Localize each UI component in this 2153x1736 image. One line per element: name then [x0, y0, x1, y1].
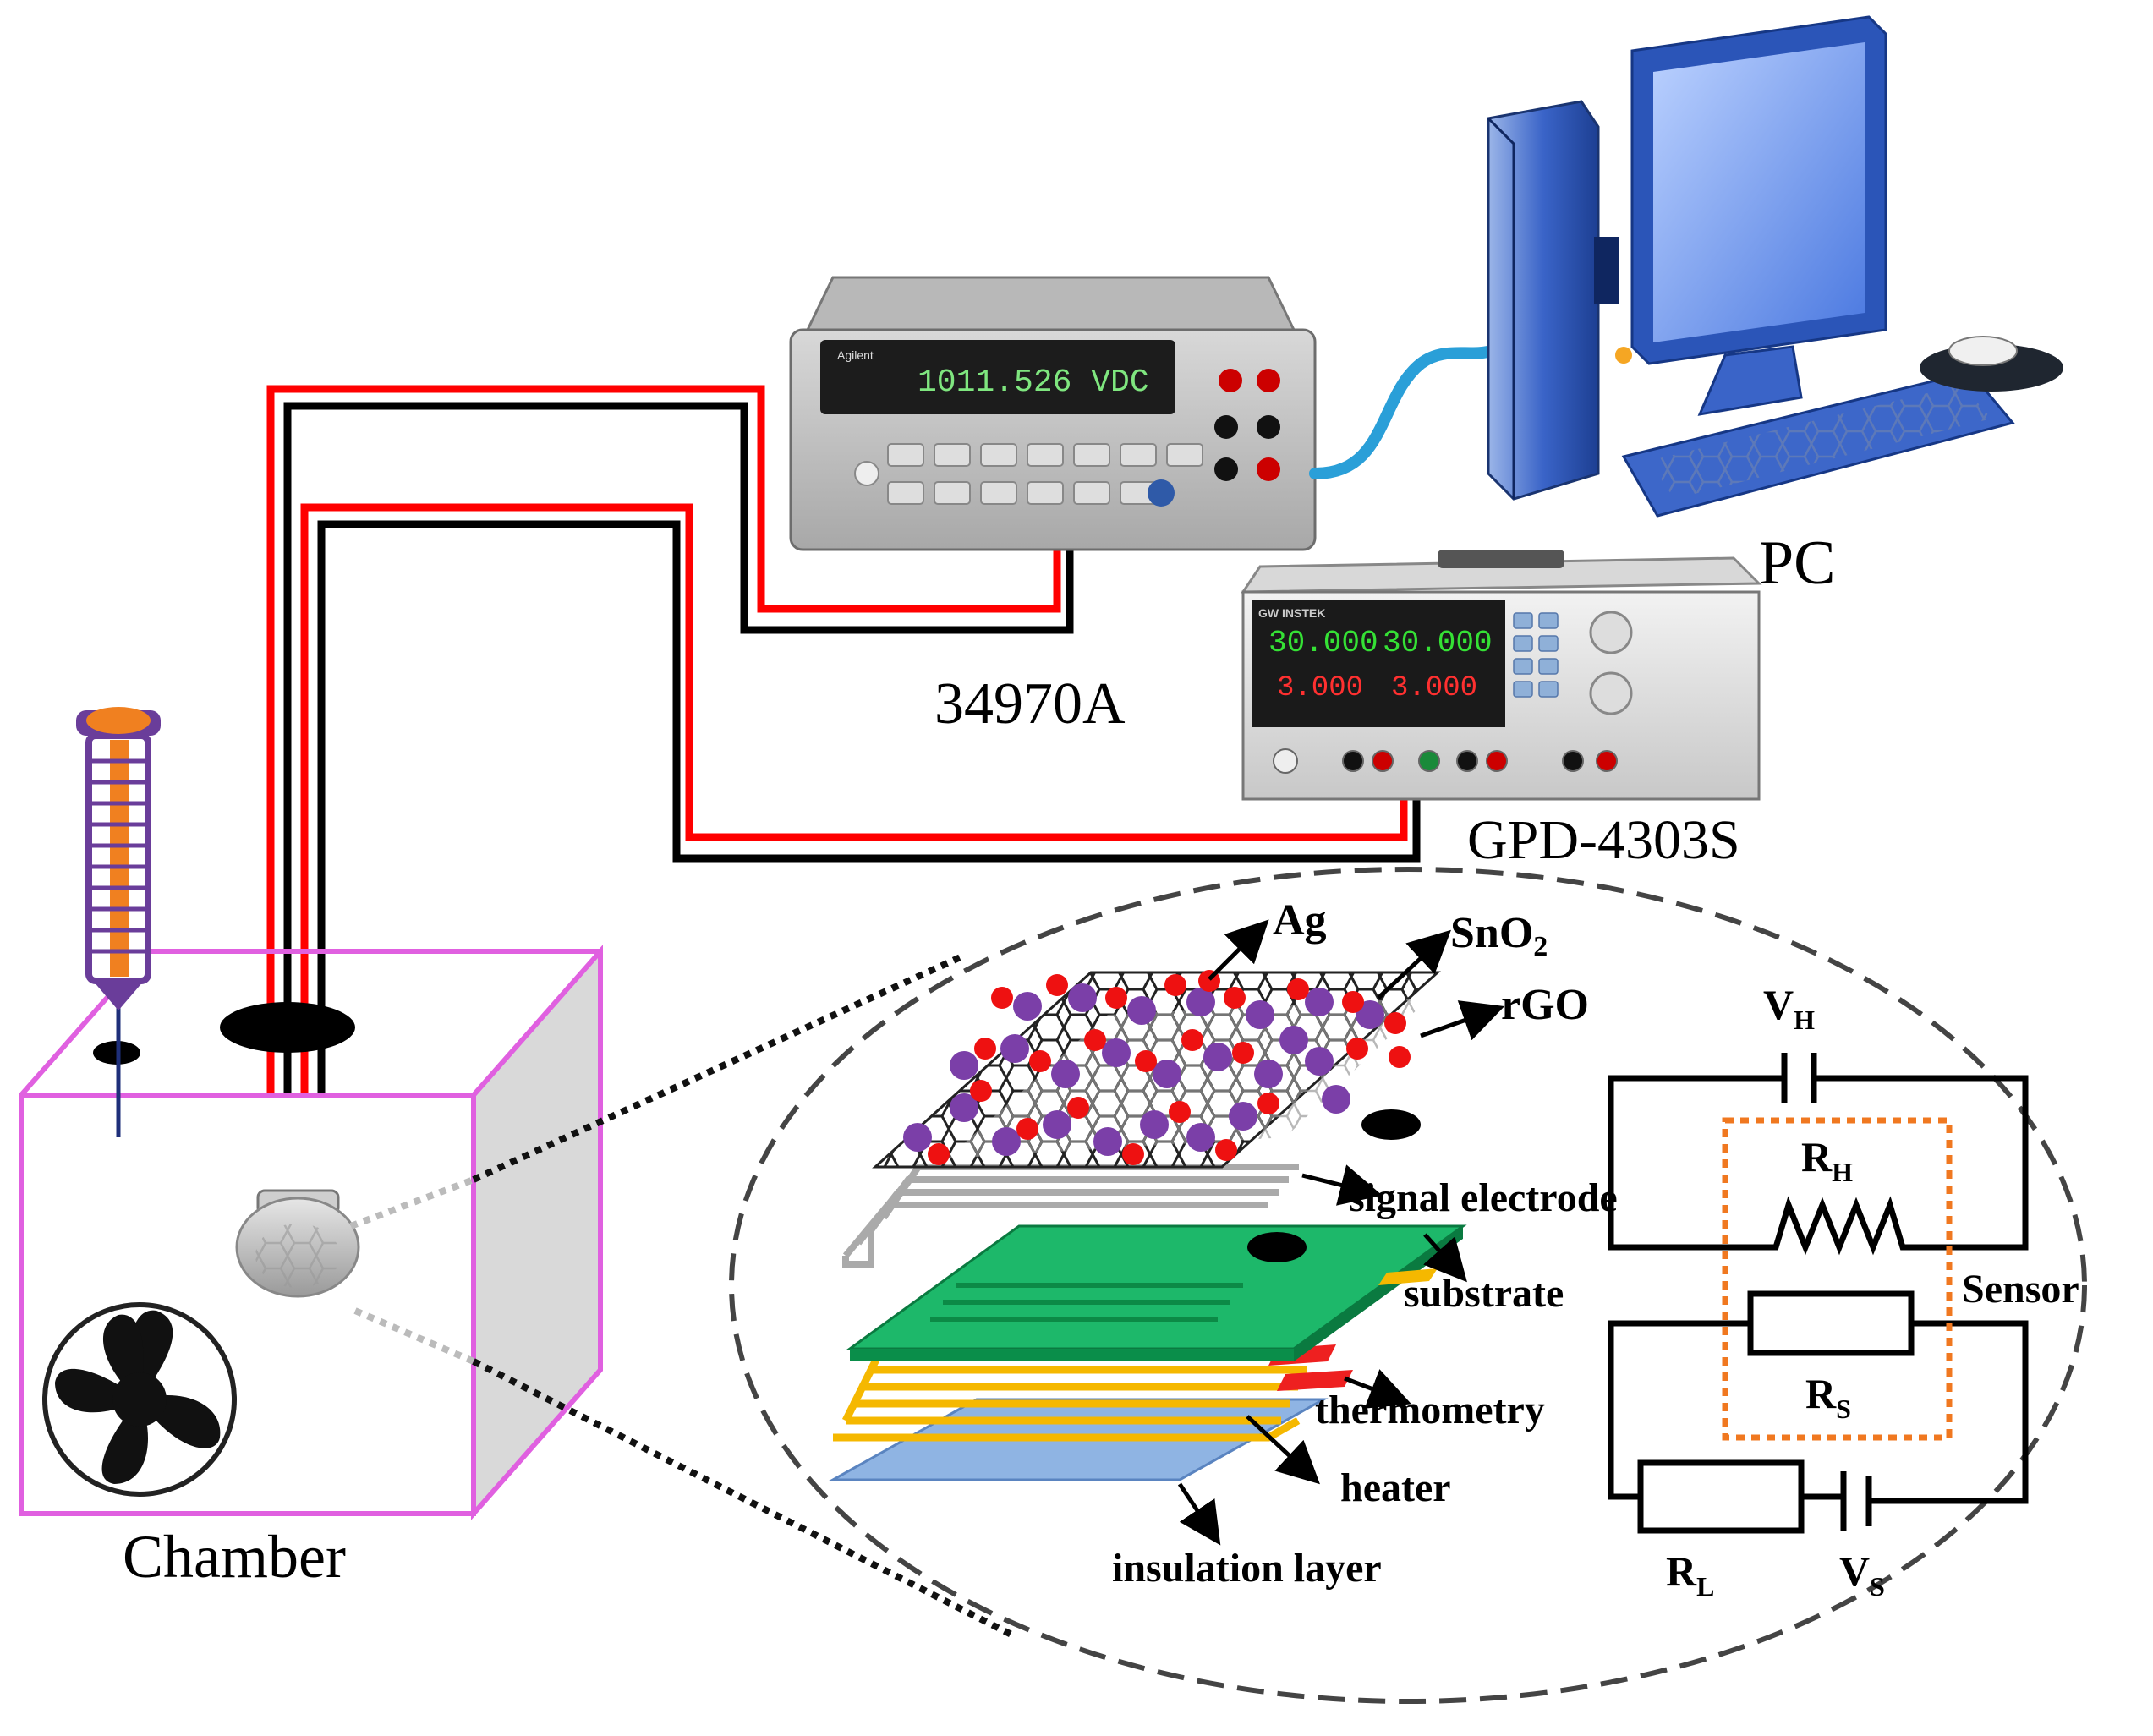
ag-label: Ag: [1273, 896, 1327, 945]
power-supply-current-2: 3.000: [1391, 672, 1477, 704]
ag-particles: [928, 970, 1411, 1165]
power-supply-gpd-4303s: GW INSTEK 30.000 30.000 3.000 3.000: [1241, 550, 1762, 801]
material-arrows: [1177, 919, 1505, 1546]
vs-label-base: V: [1839, 1547, 1870, 1595]
gas-sensor: [235, 1189, 360, 1298]
electrode-hole: [1361, 1109, 1421, 1140]
sno2-label: SnO2: [1450, 909, 1548, 962]
wiring: [266, 385, 1421, 1191]
rl-resistor: [1637, 1459, 1805, 1534]
power-supply-label: GPD-4303S: [1467, 809, 1740, 871]
power-supply-voltage-1: 30.000: [1268, 626, 1378, 660]
multimeter-buttons: [887, 443, 1203, 505]
black-wire-multimeter: [283, 402, 1074, 1191]
heater-loop-wire: [1608, 1075, 1784, 1251]
rs-resistor: [1747, 1290, 1915, 1356]
multimeter-terminals: [1214, 369, 1280, 481]
insulation-layer-label: insulation layer: [1112, 1546, 1382, 1591]
red-wire-power-supply: [300, 503, 1408, 1191]
vh-label: VH: [1763, 981, 1815, 1035]
sensor-circuit: [1608, 1053, 2029, 1534]
power-supply-keypad: [1513, 612, 1559, 698]
rl-label-sub: L: [1696, 1571, 1714, 1602]
pc: [1487, 15, 2063, 518]
multimeter-display: 1011.526 VDC: [918, 364, 1149, 401]
sensor-label: Sensor: [1962, 1267, 2079, 1312]
rl-label: RL: [1666, 1547, 1714, 1602]
chamber-port: [220, 1002, 355, 1053]
measurement-loop-wire: [1608, 1320, 1750, 1500]
mouse-icon: [1948, 336, 2018, 366]
vh-label-sub: H: [1794, 1005, 1815, 1035]
substrate-hole: [1247, 1232, 1307, 1262]
multimeter-label: 34970A: [934, 671, 1126, 737]
power-supply-current-1: 3.000: [1277, 672, 1363, 704]
pc-tower: [1487, 100, 1600, 501]
heater-label: heater: [1340, 1465, 1451, 1510]
rs-label: RS: [1805, 1370, 1851, 1424]
rl-label-base: R: [1666, 1547, 1697, 1595]
zoom-leaders: [349, 952, 1016, 1640]
thermometry-label: thermometry: [1315, 1388, 1545, 1432]
rgo-label: rGO: [1501, 981, 1589, 1029]
chamber-label: Chamber: [123, 1523, 346, 1591]
substrate-label: substrate: [1404, 1271, 1564, 1316]
black-wire-power-supply: [317, 520, 1421, 1191]
rs-label-sub: S: [1836, 1394, 1851, 1424]
zoom-detail-outline: [729, 867, 2087, 1704]
multimeter-34970a: Agilent 1011.526 VDC: [789, 276, 1317, 551]
rs-label-base: R: [1805, 1370, 1837, 1417]
multimeter-brand: Agilent: [837, 348, 874, 362]
rh-label-base: R: [1801, 1133, 1833, 1180]
vs-label-sub: S: [1870, 1571, 1885, 1602]
sno2-label-sub: 2: [1533, 931, 1548, 962]
substrate: [846, 1224, 1467, 1361]
rh-label: RH: [1801, 1133, 1853, 1187]
sno2-particles: [903, 983, 1384, 1156]
rh-resistor: [1759, 1196, 1911, 1256]
power-supply-terminals: [1273, 748, 1618, 774]
vs-label: VS: [1839, 1547, 1885, 1602]
syringe-icon: [76, 707, 161, 1137]
sno2-label-base: SnO: [1450, 909, 1533, 957]
fan-icon: [42, 1302, 237, 1497]
pc-label: PC: [1759, 528, 1836, 598]
signal-electrode-label: signal electrode: [1349, 1175, 1618, 1220]
power-supply-voltage-2: 30.000: [1383, 626, 1493, 660]
power-supply-brand: GW INSTEK: [1258, 606, 1325, 620]
sensor-boundary: [1722, 1117, 1953, 1441]
rh-label-sub: H: [1832, 1157, 1853, 1187]
red-wire-multimeter: [266, 385, 1061, 1191]
vh-label-base: V: [1763, 981, 1794, 1028]
